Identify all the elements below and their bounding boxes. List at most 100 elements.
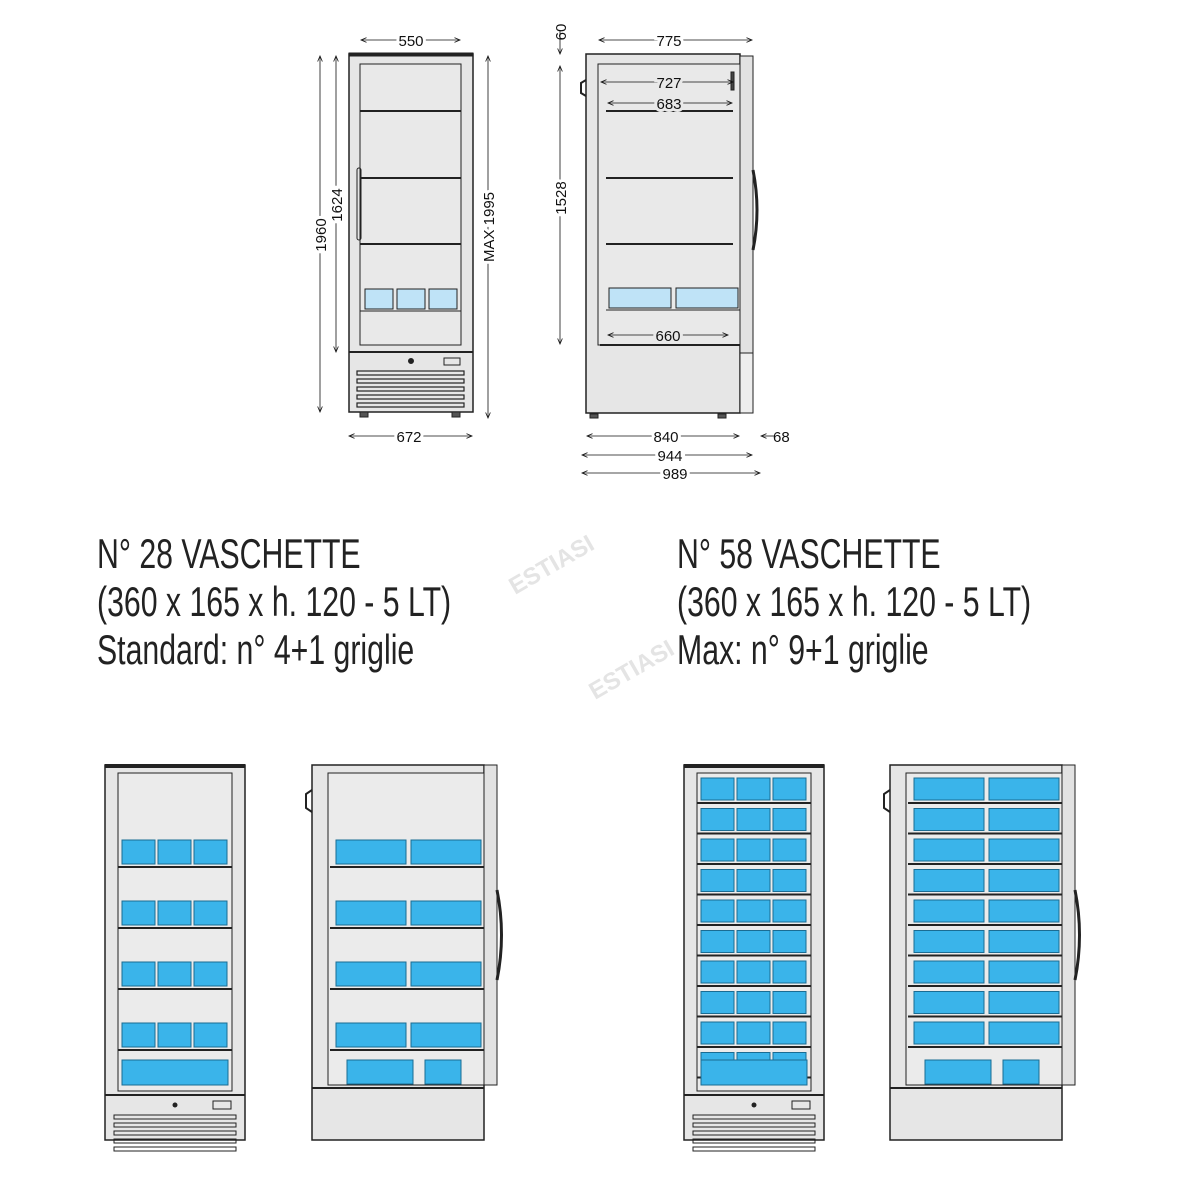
tray bbox=[913, 808, 985, 831]
dim-1960: 1960 bbox=[313, 218, 330, 251]
bottom-configurations bbox=[104, 764, 1081, 1152]
tray bbox=[121, 839, 156, 865]
tray bbox=[700, 960, 735, 984]
tray bbox=[121, 900, 156, 926]
tray bbox=[410, 961, 482, 987]
tray bbox=[157, 961, 192, 987]
tray bbox=[988, 777, 1060, 801]
dim-944: 944 bbox=[657, 448, 682, 465]
tray bbox=[700, 838, 735, 862]
vent-slot bbox=[692, 1146, 816, 1152]
tray bbox=[736, 991, 771, 1014]
dim-60: 60 bbox=[553, 24, 570, 41]
dim-550: 550 bbox=[398, 33, 423, 50]
tray bbox=[193, 839, 228, 865]
tray bbox=[913, 838, 985, 862]
hinge bbox=[883, 789, 891, 813]
tray bbox=[346, 1059, 414, 1085]
tray bbox=[193, 961, 228, 987]
tray bbox=[410, 839, 482, 865]
door-handle bbox=[495, 889, 503, 981]
tray bbox=[193, 900, 228, 926]
tray bbox=[335, 961, 407, 987]
tray bbox=[157, 839, 192, 865]
tray bbox=[335, 839, 407, 865]
tray bbox=[736, 960, 771, 984]
tray bbox=[736, 869, 771, 892]
tray bbox=[700, 777, 735, 801]
door-handle bbox=[1073, 889, 1081, 981]
dim-683: 683 bbox=[656, 96, 681, 113]
tray bbox=[410, 900, 482, 926]
tray bbox=[1002, 1059, 1040, 1085]
tray bbox=[121, 961, 156, 987]
dim-727: 727 bbox=[656, 75, 681, 92]
control-panel bbox=[791, 1100, 811, 1110]
top-front-view bbox=[348, 52, 474, 418]
tray bbox=[772, 869, 807, 892]
tray bbox=[736, 808, 771, 831]
cabinet-top bbox=[105, 764, 245, 768]
tray bbox=[121, 1059, 229, 1086]
tray bbox=[700, 899, 735, 923]
tray bbox=[736, 777, 771, 801]
tray bbox=[121, 1022, 156, 1048]
tray bbox=[424, 1059, 462, 1085]
right-caption-line3: Max: n° 9+1 griglie bbox=[677, 626, 929, 673]
tray bbox=[988, 1021, 1060, 1045]
tray bbox=[772, 899, 807, 923]
tray bbox=[700, 991, 735, 1014]
tray bbox=[700, 930, 735, 953]
right-caption-line1: N° 58 VASCHETTE bbox=[677, 530, 941, 577]
watermark: ESTIASI bbox=[505, 530, 599, 600]
tray bbox=[772, 808, 807, 831]
tray bbox=[913, 869, 985, 892]
dim-989: 989 bbox=[662, 466, 687, 483]
tray bbox=[988, 899, 1060, 923]
tray bbox=[913, 960, 985, 984]
tray bbox=[913, 991, 985, 1014]
tray bbox=[988, 808, 1060, 831]
tray bbox=[913, 899, 985, 923]
left-caption: N° 28 VASCHETTE (360 x 165 x h. 120 - 5 … bbox=[97, 530, 451, 674]
vent-slot bbox=[113, 1130, 237, 1136]
left-caption-line1: N° 28 VASCHETTE bbox=[97, 530, 361, 577]
tray bbox=[772, 1021, 807, 1045]
right-caption-line2: (360 x 165 x h. 120 - 5 LT) bbox=[677, 578, 1032, 625]
tray bbox=[700, 1021, 735, 1045]
tray bbox=[772, 991, 807, 1014]
dim-840: 840 bbox=[653, 429, 678, 446]
tray bbox=[913, 777, 985, 801]
tray bbox=[410, 1022, 482, 1048]
tray bbox=[736, 930, 771, 953]
tray bbox=[700, 1059, 808, 1086]
vent-slot bbox=[113, 1138, 237, 1144]
left-caption-line2: (360 x 165 x h. 120 - 5 LT) bbox=[97, 578, 452, 625]
cabinet-top bbox=[684, 764, 824, 768]
tray bbox=[736, 1021, 771, 1045]
lock-icon bbox=[751, 1102, 757, 1108]
tray bbox=[772, 930, 807, 953]
dim-672: 672 bbox=[396, 429, 421, 446]
vent-slot bbox=[692, 1122, 816, 1128]
vent-slot bbox=[692, 1130, 816, 1136]
tray bbox=[913, 930, 985, 953]
tray bbox=[157, 900, 192, 926]
top-side-view bbox=[580, 53, 759, 419]
tray bbox=[335, 1022, 407, 1048]
tray bbox=[924, 1059, 992, 1085]
tray bbox=[736, 838, 771, 862]
dim-775: 775 bbox=[656, 33, 681, 50]
vent-slot bbox=[113, 1122, 237, 1128]
tray bbox=[700, 808, 735, 831]
tray bbox=[772, 838, 807, 862]
door-edge bbox=[483, 764, 498, 1086]
vent-slot bbox=[113, 1146, 237, 1152]
door-edge bbox=[1061, 764, 1076, 1086]
dim-660: 660 bbox=[655, 328, 680, 345]
dim-1624: 1624 bbox=[329, 188, 346, 221]
tray bbox=[988, 960, 1060, 984]
tray bbox=[193, 1022, 228, 1048]
vent-slot bbox=[692, 1114, 816, 1120]
